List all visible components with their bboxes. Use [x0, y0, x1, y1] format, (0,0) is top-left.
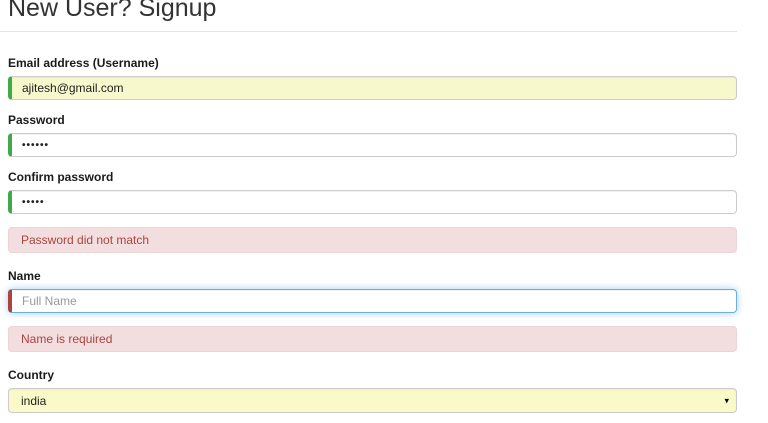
name-required-alert-text: Name is required — [21, 332, 113, 346]
password-mismatch-alert-text: Password did not match — [21, 233, 150, 247]
password-form-group: Password — [8, 113, 737, 157]
divider — [0, 31, 737, 32]
confirm-password-label: Confirm password — [8, 170, 114, 184]
email-label: Email address (Username) — [8, 56, 159, 70]
name-label: Name — [8, 269, 41, 283]
name-input[interactable] — [8, 289, 737, 313]
name-required-alert: Name is required — [8, 326, 737, 352]
signup-form-container: New User? Signup Email address (Username… — [0, 0, 737, 413]
country-label: Country — [8, 368, 54, 382]
password-label: Password — [8, 113, 65, 127]
confirm-password-form-group: Confirm password — [8, 170, 737, 214]
country-select-wrap: india ▾ — [8, 388, 737, 413]
country-select[interactable]: india — [8, 388, 737, 413]
confirm-password-input[interactable] — [8, 190, 737, 214]
country-form-group: Country india ▾ — [8, 368, 737, 413]
password-input[interactable] — [8, 133, 737, 157]
page-title: New User? Signup — [8, 0, 217, 22]
email-input[interactable] — [8, 76, 737, 100]
password-mismatch-alert: Password did not match — [8, 227, 737, 253]
email-form-group: Email address (Username) — [8, 56, 737, 100]
name-form-group: Name — [8, 269, 737, 313]
